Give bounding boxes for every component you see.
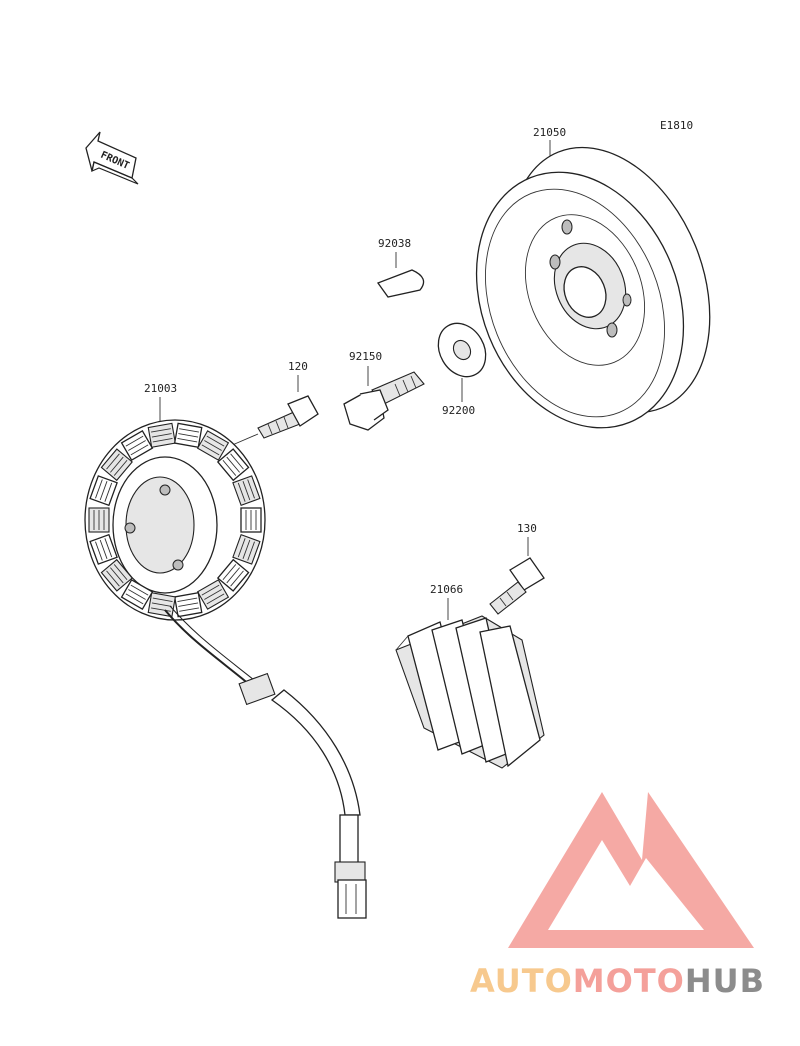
stator-coil-winding	[151, 428, 171, 433]
stator-coil-winding	[99, 481, 108, 501]
regulator-rectifier	[395, 615, 545, 769]
stator-coil-winding	[247, 479, 255, 499]
stator-wire-harness	[164, 605, 367, 919]
stator-coil-winding	[179, 428, 199, 433]
part-label-21003: 21003	[144, 382, 177, 395]
flywheel-bolt	[343, 371, 425, 431]
watermark-hub: HUB	[684, 962, 766, 1000]
stator-coil-winding	[151, 607, 171, 612]
watermark-moto: MOTO	[572, 962, 685, 1000]
stator-coil-winding	[104, 538, 113, 558]
stator-coil-winding	[125, 593, 144, 605]
stator-coil-winding	[226, 567, 240, 584]
watermark-text: AUTOMOTOHUB	[470, 962, 800, 1000]
stator-bolt	[229, 395, 319, 447]
woodruff-key	[376, 269, 425, 298]
part-label-92150: 92150	[349, 350, 382, 363]
watermark-auto: AUTO	[470, 962, 573, 1000]
part-label-21050: 21050	[533, 126, 566, 139]
stator-coil-winding	[110, 456, 124, 473]
stator-coil-winding	[201, 584, 220, 596]
stator-coil-winding	[226, 456, 240, 473]
stator-coil-winding	[204, 440, 222, 451]
stator-coil-winding	[178, 433, 199, 438]
stator-coil-winding	[177, 438, 198, 443]
part-label-92038: 92038	[378, 237, 411, 250]
stator-coil-winding	[125, 435, 144, 447]
stator-coil-winding	[230, 570, 244, 587]
stator-coil-winding	[242, 539, 251, 559]
stator-coil-winding	[128, 440, 146, 451]
front-arrow-icon: FRONT	[85, 131, 139, 185]
stator-coil-winding	[237, 482, 246, 502]
stator-coil-winding	[177, 597, 198, 602]
diagram-code: E1810	[660, 119, 693, 132]
washer	[437, 322, 487, 378]
part-label-92200: 92200	[442, 404, 475, 417]
part-label-130: 130	[517, 522, 537, 535]
stator-coil-winding	[99, 539, 108, 559]
stator-coil-winding	[130, 584, 149, 596]
stator-coil-winding	[113, 459, 128, 476]
stator	[84, 419, 266, 621]
stator-coil-winding	[95, 479, 103, 499]
stator-coil-winding	[242, 481, 251, 501]
stator-coil-winding	[95, 541, 103, 561]
stator-coil-winding	[222, 459, 237, 476]
stator-coil-winding	[152, 438, 173, 443]
stator-coil-winding	[110, 567, 124, 584]
part-label-21066: 21066	[430, 583, 463, 596]
stator-coil-winding	[247, 541, 255, 561]
part-label-120: 120	[288, 360, 308, 373]
stator-coil-winding	[151, 602, 172, 607]
stator-coil-winding	[237, 538, 246, 558]
stator-coil-winding	[179, 607, 199, 612]
stator-coil-winding	[201, 444, 220, 456]
stator-coil-winding	[178, 602, 199, 607]
automotohub-logo	[508, 792, 754, 948]
stator-coil-winding	[128, 589, 146, 600]
stator-coil-winding	[104, 482, 113, 502]
regulator-bolt	[489, 557, 545, 615]
stator-coil-winding	[206, 435, 225, 447]
stator-coil-winding	[152, 597, 173, 602]
stator-coil-winding	[106, 453, 120, 470]
stator-coil-winding	[206, 593, 225, 605]
stator-coil-winding	[151, 433, 172, 438]
stator-coil-winding	[130, 444, 149, 456]
stator-coil-winding	[204, 589, 222, 600]
stator-coil-winding	[230, 453, 244, 470]
stator-coil-winding	[106, 570, 120, 587]
stator-coil-winding	[113, 564, 128, 581]
flywheel	[475, 146, 711, 429]
stator-coil-winding	[222, 564, 237, 581]
